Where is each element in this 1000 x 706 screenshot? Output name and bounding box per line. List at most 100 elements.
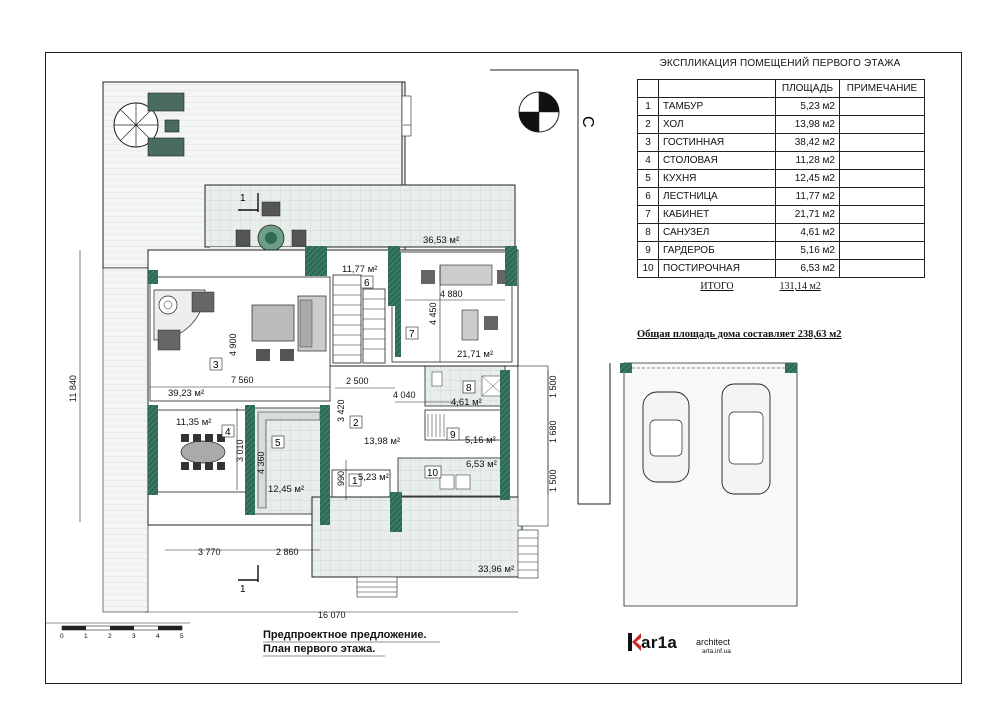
total-value: 131,14 м2 — [779, 281, 821, 292]
scale-label-2: 2 — [108, 633, 112, 640]
total-label: ИТОГО — [700, 281, 734, 292]
room-name: ХОЛ — [658, 115, 776, 134]
room-area: 11,77 м2 — [775, 187, 840, 206]
room-area: 13,98 м2 — [775, 115, 840, 134]
row-number: 4 — [637, 151, 659, 170]
section-mark-bottom: 1 — [240, 584, 246, 595]
room-name: ГАРДЕРОБ — [658, 241, 776, 260]
terrace-lower — [311, 496, 523, 578]
row-number: 6 — [637, 187, 659, 206]
dim-4450: 4 450 — [428, 302, 438, 325]
room-note — [839, 259, 925, 278]
row-number: 3 — [637, 133, 659, 152]
company-logo: ar1a architect arta.inf.ua — [628, 633, 768, 663]
room-note — [839, 115, 925, 134]
area-label-living: 39,23 м² — [168, 388, 204, 399]
room-name: КУХНЯ — [658, 169, 776, 188]
compass-north-label: С — [579, 116, 596, 128]
header-note: ПРИМЕЧАНИЕ — [839, 79, 925, 98]
compass-icon — [518, 91, 560, 133]
dim-990: 990 — [336, 471, 346, 486]
dim-4360: 4 360 — [256, 451, 266, 474]
area-label-terrace-top: 36,53 м² — [423, 235, 459, 246]
area-label-terrace-bottom: 33,96 м² — [478, 564, 514, 575]
row-number: 9 — [637, 241, 659, 260]
row-number: 1 — [637, 97, 659, 116]
dim-7560: 7 560 — [231, 375, 254, 385]
room-note — [839, 205, 925, 224]
parasol-icon — [113, 102, 159, 148]
row-number: 8 — [637, 223, 659, 242]
drawing-frame — [45, 52, 962, 684]
room-name: ГОСТИННАЯ — [658, 133, 776, 152]
row-number: 10 — [637, 259, 659, 278]
logo-brand: ar1a — [641, 633, 678, 652]
terrace-deck-left — [102, 267, 149, 613]
row-number: 7 — [637, 205, 659, 224]
wardrobe — [424, 409, 506, 441]
logo-k-icon — [628, 633, 641, 651]
room-note — [839, 151, 925, 170]
header-area: ПЛОЩАДЬ — [775, 79, 840, 98]
terrace-upper — [204, 184, 516, 248]
dim-16070: 16 070 — [318, 610, 346, 620]
logo-url: arta.inf.ua — [702, 648, 731, 655]
room-number-4: 4 — [225, 427, 231, 438]
area-label-wc: 4,61 м² — [451, 397, 482, 408]
dim-1680: 1 680 — [548, 420, 558, 443]
room-name: ЛЕСТНИЦА — [658, 187, 776, 206]
area-label-hall: 13,98 м² — [364, 436, 400, 447]
logo-subtitle: architect — [696, 637, 731, 647]
table-header-row: ПЛОЩАДЬ ПРИМЕЧАНИЕ — [637, 79, 925, 98]
room-number-7: 7 — [409, 329, 415, 340]
room-number-8: 8 — [466, 383, 472, 394]
room-area: 11,28 м2 — [775, 151, 840, 170]
section-marker — [238, 193, 259, 582]
dining-table-icon — [180, 434, 226, 470]
room-note — [839, 133, 925, 152]
room-name: СТОЛОВАЯ — [658, 151, 776, 170]
room-area: 12,45 м2 — [775, 169, 840, 188]
section-mark-top: 1 — [240, 193, 246, 204]
room-numbers: 1 2 3 4 5 6 7 8 9 10 — [209, 275, 476, 487]
room-number-1: 1 — [352, 476, 358, 487]
scale-label-5: 5 — [180, 633, 184, 640]
dim-2500: 2 500 — [346, 376, 369, 386]
dim-3420: 3 420 — [336, 399, 346, 422]
staircase — [332, 274, 386, 364]
room-number-10: 10 — [427, 468, 439, 479]
room-number-9: 9 — [450, 430, 456, 441]
scale-bar — [45, 622, 190, 631]
room-number-3: 3 — [213, 360, 219, 371]
area-label-vestibule: 5,23 м² — [358, 472, 389, 483]
area-label-stair: 11,77 м² — [342, 264, 377, 275]
dim-1500-bottom: 1 500 — [548, 469, 558, 492]
room-note — [839, 169, 925, 188]
room-area: 38,42 м2 — [775, 133, 840, 152]
room-area: 21,71 м2 — [775, 205, 840, 224]
room-area: 5,16 м2 — [775, 241, 840, 260]
dim-4900: 4 900 — [228, 333, 238, 356]
room-number-6: 6 — [364, 278, 370, 289]
area-label-laundry: 6,53 м² — [466, 459, 497, 470]
room-number-2: 2 — [353, 418, 359, 429]
dim-3010: 3 010 — [235, 439, 245, 462]
dimension-lines — [79, 250, 549, 613]
scale-label-4: 4 — [156, 633, 160, 640]
caption-line-1: Предпроектное предложение. — [263, 629, 427, 641]
room-name: ПОСТИРОЧНАЯ — [658, 259, 776, 278]
room-name: КАБИНЕТ — [658, 205, 776, 224]
dim-4880: 4 880 — [440, 289, 463, 299]
dim-4040: 4 040 — [393, 390, 416, 400]
scale-label-0: 0 — [60, 633, 64, 640]
